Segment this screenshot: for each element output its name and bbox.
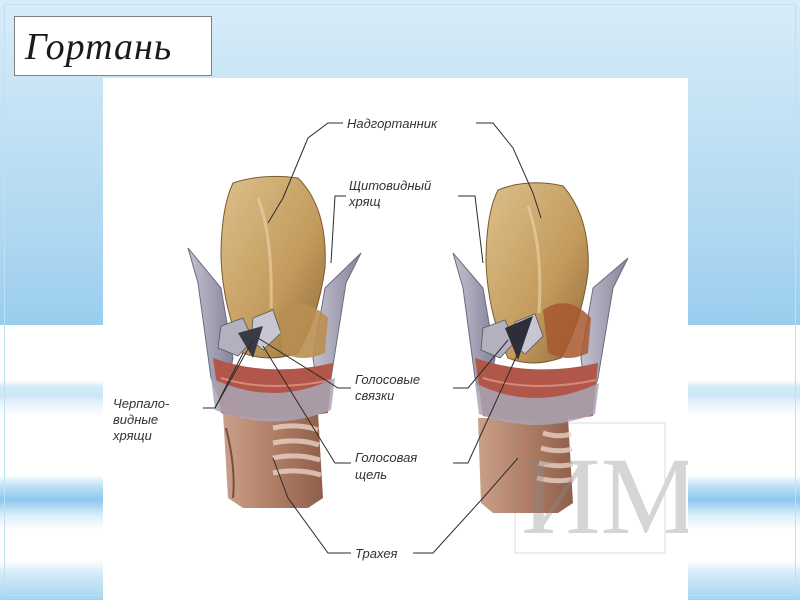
watermark-text: ИМ [521,435,688,557]
labels: Надгортанник Щитовидный хрящ Черпало- ви… [112,116,438,561]
left-larynx [187,175,362,508]
label-thyroid-line2: хрящ [348,194,381,209]
slide-title-box: Гортань [14,16,212,76]
right-larynx [452,182,629,513]
label-arytenoid-line2: видные [113,412,158,427]
label-glottis-line2: щель [355,467,387,482]
label-thyroid-line1: Щитовидный [349,178,431,193]
leader-lines [203,122,542,554]
label-vocal-cords-line1: Голосовые [355,372,420,387]
label-vocal-cords-line2: связки [355,388,394,403]
label-epiglottis: Надгортанник [347,116,438,131]
larynx-diagram: ИМ Надгортанник Щитовидный [112,116,688,561]
label-trachea: Трахея [355,546,398,561]
slide-title: Гортань [25,26,173,68]
label-glottis-line1: Голосовая [355,450,417,465]
label-arytenoid-line3: хрящи [112,428,152,443]
watermark: ИМ [514,422,688,557]
larynx-figure: ИМ Надгортанник Щитовидный [103,78,688,600]
label-arytenoid-line1: Черпало- [113,396,170,411]
